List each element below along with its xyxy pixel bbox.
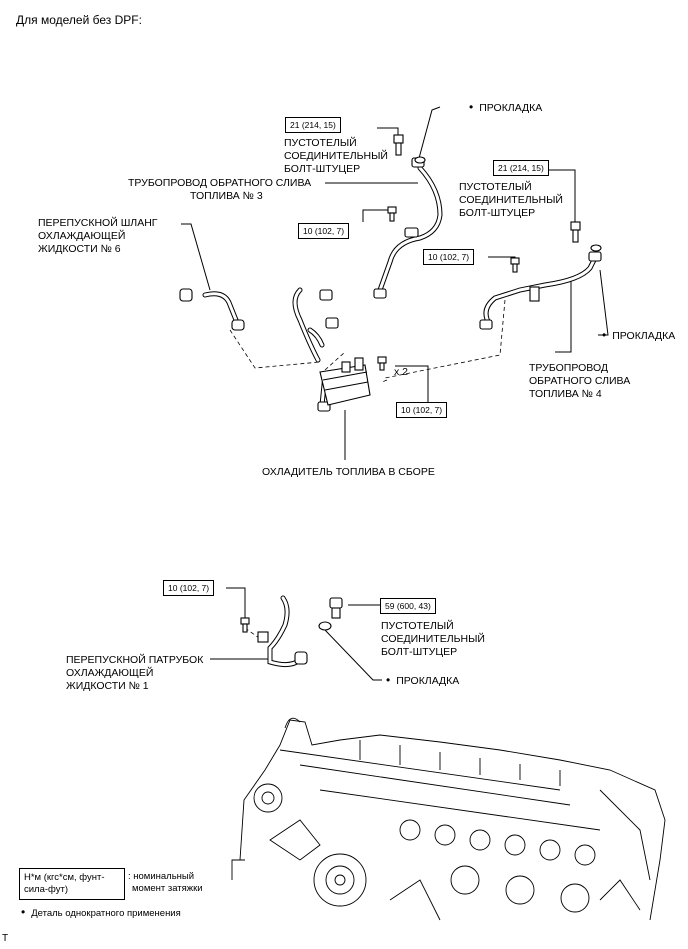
leader-lines <box>181 106 609 681</box>
bypass-pipe-1-line3: ЖИДКОСТИ № 1 <box>66 680 149 692</box>
hollow-bolt-left <box>393 134 426 164</box>
lower-hollow-bolt-line2: СОЕДИНИТЕЛЬНЫЙ <box>381 633 485 645</box>
legend-unit-line2: сила-фут) <box>24 884 69 895</box>
bypass-hose-6-line3: ЖИДКОСТИ № 6 <box>38 243 121 255</box>
return-pipe-4-line3: ТОПЛИВА № 4 <box>529 388 602 400</box>
hollow-bolt-right-line3: БОЛТ-ШТУЦЕР <box>459 207 536 219</box>
return-pipe-4-line2: ОБРАТНОГО СЛИВА <box>529 375 631 387</box>
return-pipe-3-line1: ТРУБОПРОВОД ОБРАТНОГО СЛИВА <box>128 177 312 189</box>
small-bolt-right <box>510 257 520 273</box>
gasket-right-label: ПРОКЛАДКА <box>602 329 675 343</box>
legend-desc-line2: момент затяжки <box>132 883 203 894</box>
gasket-top-label: ПРОКЛАДКА <box>469 101 542 115</box>
lower-hollow-bolt-line1: ПУСТОТЕЛЫЙ <box>381 620 454 632</box>
torque-bolt-left: 21 (214, 15) <box>285 117 341 133</box>
fuel-cooler-label: ОХЛАДИТЕЛЬ ТОПЛИВА В СБОРЕ <box>262 466 435 478</box>
legend-single-use: Деталь однократного применения <box>21 906 181 921</box>
return-pipe-4 <box>479 251 602 330</box>
torque-bolt-right: 21 (214, 15) <box>493 160 549 176</box>
bypass-hose-6-line1: ПЕРЕПУСКНОЙ ШЛАНГ <box>38 217 158 229</box>
torque-small-left: 10 (102, 7) <box>298 223 350 239</box>
hollow-bolt-right-line1: ПУСТОТЕЛЫЙ <box>459 181 532 193</box>
torque-small-right: 10 (102, 7) <box>423 249 475 265</box>
return-pipe-3-line2: ТОПЛИВА № 3 <box>190 190 263 202</box>
lower-gasket-label: ПРОКЛАДКА <box>386 674 459 688</box>
small-bolt-left <box>387 206 397 222</box>
return-pipe-3 <box>373 157 443 299</box>
lower-small-bolt <box>240 617 250 633</box>
cooler-bolt <box>377 356 387 371</box>
qty-label: x 2 <box>394 366 409 378</box>
lower-torque-pipe: 10 (102, 7) <box>163 580 215 596</box>
engine-illustration <box>231 717 666 921</box>
legend-unit-line1: Н*м (кгс*см, фунт- <box>24 872 105 883</box>
footer-mark: T <box>2 933 9 944</box>
bypass-hose-6 <box>179 288 245 331</box>
torque-cooler: 10 (102, 7) <box>396 402 448 418</box>
lower-hollow-bolt-line3: БОЛТ-ШТУЦЕР <box>381 646 458 658</box>
hollow-bolt-right-line2: СОЕДИНИТЕЛЬНЫЙ <box>459 194 563 206</box>
bypass-pipe-1 <box>257 595 308 668</box>
fuel-cooler <box>292 287 371 412</box>
bypass-pipe-1-line1: ПЕРЕПУСКНОЙ ПАТРУБОК <box>66 654 204 666</box>
lower-hollow-bolt <box>318 597 343 631</box>
bypass-pipe-1-line2: ОХЛАЖДАЮЩЕЙ <box>66 667 154 679</box>
hollow-bolt-left-line1: ПУСТОТЕЛЫЙ <box>284 137 357 149</box>
hollow-bolt-left-line2: СОЕДИНИТЕЛЬНЫЙ <box>284 150 388 162</box>
legend-unit-box: Н*м (кгс*см, фунт- сила-фут) <box>19 868 125 900</box>
return-pipe-4-line1: ТРУБОПРОВОД <box>529 362 608 374</box>
hollow-bolt-right <box>570 221 602 252</box>
page-title: Для моделей без DPF: <box>16 13 142 27</box>
legend-desc-line1: : номинальный <box>128 871 195 882</box>
lower-torque-bolt: 59 (600, 43) <box>380 598 436 614</box>
hollow-bolt-left-line3: БОЛТ-ШТУЦЕР <box>284 163 361 175</box>
bypass-hose-6-line2: ОХЛАЖДАЮЩЕЙ <box>38 230 126 242</box>
